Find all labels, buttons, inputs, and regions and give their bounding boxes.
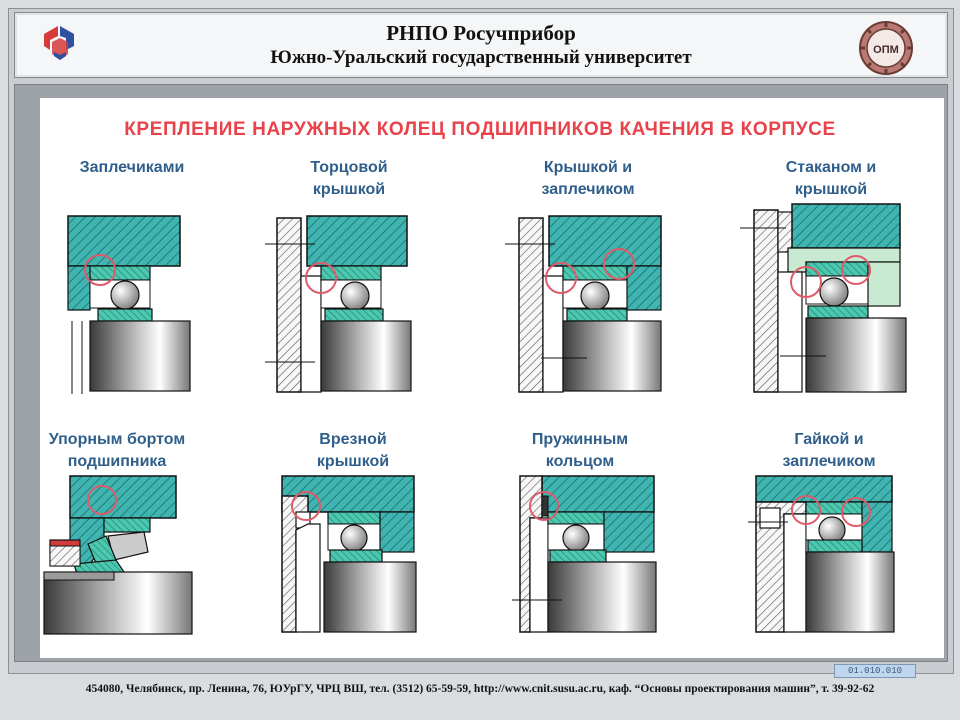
diagram-inset-cover — [281, 475, 417, 633]
footer-contact: 454080, Челябинск, пр. Ленина, 76, ЮУрГУ… — [85, 683, 875, 695]
caption-line: крышкой — [312, 181, 386, 198]
caption-line: Гайкой и — [794, 431, 864, 448]
caption-line: заплечиком — [541, 181, 635, 198]
department-emblem-icon: ОПМ — [859, 21, 913, 75]
caption-line: Торцовой — [310, 159, 388, 176]
diagram-snap-ring — [512, 475, 657, 633]
caption-line: крышкой — [794, 181, 868, 198]
organization-name: РНПО Росучприбор — [386, 21, 576, 45]
diagram-end-cover — [265, 215, 412, 393]
caption-line: подшипника — [67, 453, 167, 470]
diagram-cover-and-shoulder — [505, 215, 662, 393]
caption-nut-and-shoulder: Гайкой и заплечиком — [729, 429, 929, 473]
caption-line: Упорным бортом — [48, 431, 186, 448]
rospribor-logo-icon — [44, 26, 74, 60]
caption-sleeve-and-cover: Стаканом и крышкой — [731, 157, 931, 201]
caption-line: Стаканом и — [785, 159, 877, 176]
emblem-text: ОПМ — [873, 44, 899, 56]
caption-line: крышкой — [316, 453, 390, 470]
caption-snap-ring: Пружинным кольцом — [480, 429, 680, 473]
header-banner: РНПО Росучприбор Южно-Уральский государс… — [14, 12, 948, 78]
caption-line: Заплечиками — [79, 159, 185, 176]
caption-cover-and-shoulder: Крышкой и заплечиком — [488, 157, 688, 201]
diagram-thrust-flange — [43, 475, 193, 635]
caption-thrust-flange: Упорным бортом подшипника — [17, 429, 217, 473]
caption-line: кольцом — [545, 453, 615, 470]
caption-end-cover: Торцовой крышкой — [249, 157, 449, 201]
diagram-sleeve-and-cover — [740, 203, 907, 393]
caption-shoulders: Заплечиками — [32, 157, 232, 179]
caption-line: Врезной — [319, 431, 387, 448]
caption-line: заплечиком — [782, 453, 876, 470]
poster-code: 01.010.010 — [834, 664, 916, 678]
poster-title: КРЕПЛЕНИЕ НАРУЖНЫХ КОЛЕЦ ПОДШИПНИКОВ КАЧ… — [124, 119, 836, 140]
caption-inset-cover: Врезной крышкой — [253, 429, 453, 473]
diagram-nut-and-shoulder — [748, 475, 895, 633]
caption-line: Пружинным — [531, 431, 629, 448]
caption-line: Крышкой и — [543, 159, 633, 176]
university-name: Южно-Уральский государственный университ… — [270, 47, 692, 68]
diagram-shoulders — [67, 215, 191, 394]
